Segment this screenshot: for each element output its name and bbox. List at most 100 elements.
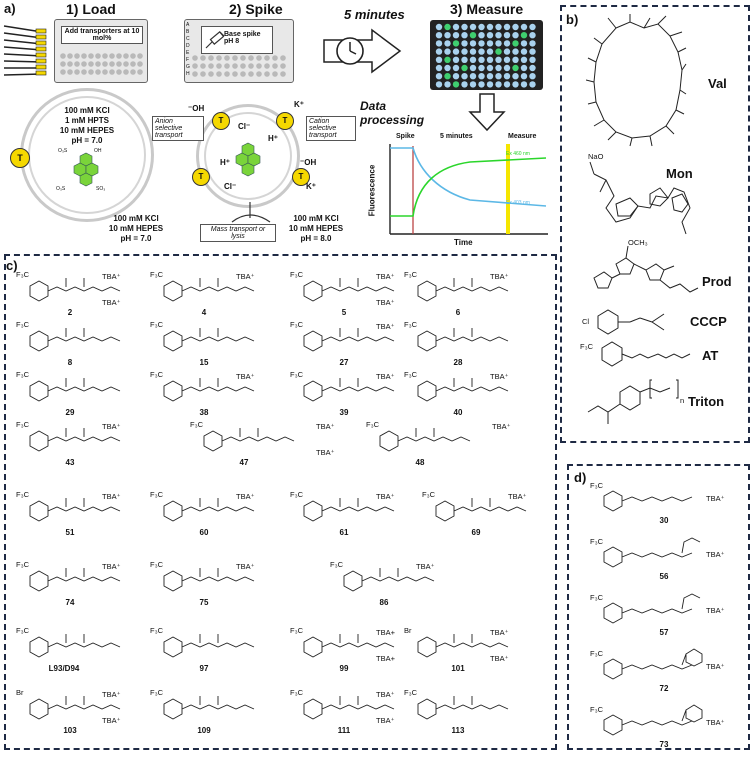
compound-number: 29: [65, 408, 75, 417]
vesicle-spike-inner: [204, 112, 292, 200]
tba-counterion: TBA⁺: [102, 716, 121, 725]
triton-n-label: n: [680, 396, 685, 405]
compound-structure: [303, 278, 395, 302]
compound-number: 60: [199, 528, 209, 537]
hpts-label-3: O₃S: [56, 186, 66, 192]
compound-structure: [163, 328, 255, 352]
transporter-top: T: [212, 112, 230, 130]
compound-cell: F₃C TBA+ TBA+ 99: [290, 624, 410, 678]
tba-counterion: TBA⁺: [490, 272, 509, 281]
compound-number: 39: [339, 408, 349, 417]
tba-counterion: TBA+: [376, 628, 395, 637]
compound-structure: [417, 634, 509, 658]
graph-xlabel: Time: [454, 238, 473, 247]
compound-structure: [29, 328, 121, 352]
compound-substituent: F₃C: [150, 370, 164, 379]
tba-counterion: TBA⁺: [316, 422, 335, 431]
cation-selective-box: Cation selective transport: [306, 116, 356, 141]
multichannel-pipette-icon: [3, 25, 47, 76]
compound-structure: [29, 498, 121, 522]
plate-spike-wells: [192, 55, 286, 77]
plate-spike-label: Base spike pH 8: [201, 26, 273, 54]
transporter-left: T: [192, 168, 210, 186]
compound-structure: [303, 696, 395, 720]
data-processing-label: Data processing: [360, 99, 425, 127]
compound-structure: [603, 537, 701, 568]
compound-number: 86: [379, 598, 389, 607]
compound-substituent: F₃C: [150, 270, 164, 279]
tba-counterion: TBA⁺: [102, 422, 121, 431]
compound-structure: [163, 278, 255, 302]
tba-counterion: TBA⁺: [376, 492, 395, 501]
compound-number: L93/D94: [48, 664, 80, 673]
triton-structure: [587, 379, 679, 424]
val-label: Val: [708, 76, 727, 91]
compound-substituent: F₃C: [590, 537, 604, 546]
tba-counterion: TBA⁺: [102, 298, 121, 307]
compound-structure: [417, 696, 509, 720]
tba-counterion: TBA+: [376, 654, 395, 663]
panel-c-label: c): [6, 258, 18, 273]
prodigiosin-structure: [593, 245, 699, 293]
compound-substituent: F₃C: [290, 626, 304, 635]
compound-number: 43: [65, 458, 75, 467]
compound-substituent: F₃C: [150, 688, 164, 697]
compound-number: 73: [659, 740, 669, 749]
compound-number: 75: [199, 598, 209, 607]
panel-d-frame: [567, 464, 750, 750]
tba-counterion: TBA⁺: [236, 492, 255, 501]
step3-title: 3) Measure: [450, 1, 524, 17]
plate-load-label: Add transporters at 10 mol%: [61, 26, 143, 44]
compound-number: 103: [63, 726, 77, 735]
compound-substituent: F₃C: [16, 320, 30, 329]
compound-structure: [303, 498, 395, 522]
hpts-label-2: OH: [94, 148, 102, 154]
fluorescence-graph: [389, 144, 548, 235]
compound-number: 6: [455, 308, 461, 317]
tba-counterion: TBA⁺: [508, 492, 527, 501]
compound-number: 5: [341, 308, 347, 317]
compound-structure: [29, 634, 121, 658]
compound-substituent: F₃C: [590, 649, 604, 658]
hpts-label-4: SO₃: [96, 186, 106, 192]
tba-counterion: TBA⁺: [376, 322, 395, 331]
hpts-molecule-icon: [73, 152, 99, 187]
ion-h-2: H⁺: [220, 158, 230, 167]
transporter-badge: T: [10, 148, 30, 168]
tba-counterion: TBA⁺: [490, 628, 509, 637]
ion-h-1: H⁺: [268, 134, 278, 143]
compound-structure: [29, 428, 121, 452]
at-cf3-label: F₃C: [580, 342, 594, 351]
compound-number: 40: [453, 408, 463, 417]
lysis-arrows: [231, 202, 271, 223]
graph-measure-label: Measure: [508, 133, 537, 140]
compound-structure: [203, 428, 295, 452]
compound-structure: [417, 378, 509, 402]
compound-number: 51: [65, 528, 75, 537]
compound-number: 99: [339, 664, 349, 673]
compound-structure: [379, 428, 471, 452]
tba-counterion: TBA⁺: [706, 718, 725, 727]
timer-label: 5 minutes: [344, 7, 405, 22]
compound-structure: [303, 378, 395, 402]
compound-structure: [163, 498, 255, 522]
compound-number: 97: [199, 664, 209, 673]
compound-structure: [29, 378, 121, 402]
plate-load-wells: [60, 53, 143, 75]
